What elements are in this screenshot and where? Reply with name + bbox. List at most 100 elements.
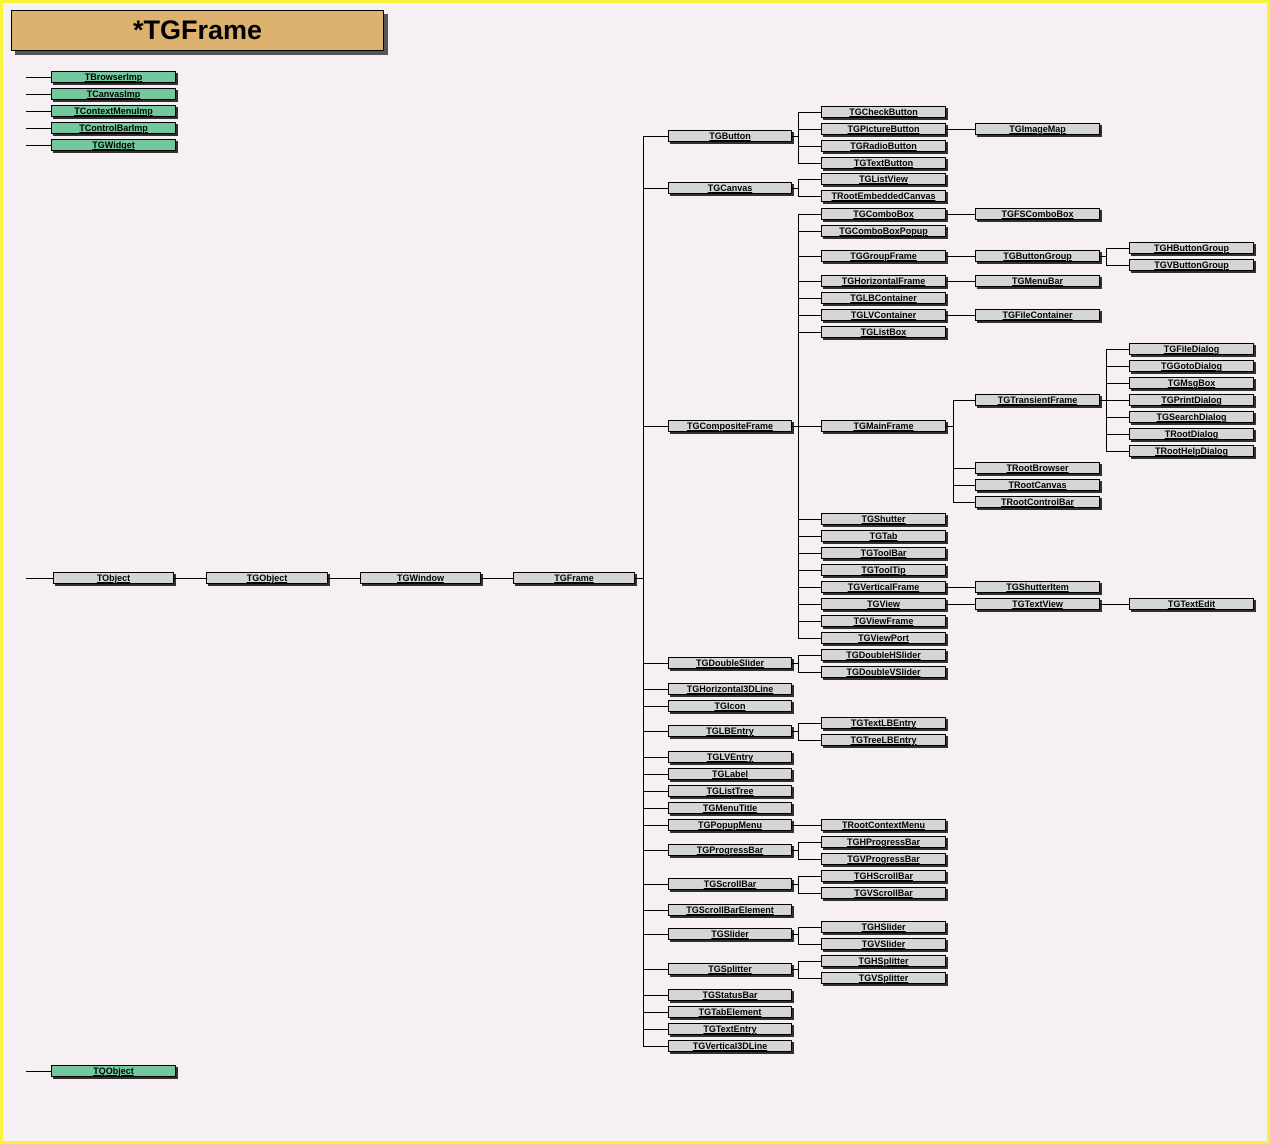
class-box-tgtab[interactable]: TGTab — [821, 530, 946, 542]
class-box-trootcontextmenu[interactable]: TRootContextMenu — [821, 819, 946, 831]
class-box-tgicon[interactable]: TGIcon — [668, 700, 792, 712]
class-box-tgviewport[interactable]: TGViewPort — [821, 632, 946, 644]
connector-line — [328, 578, 361, 579]
class-box-tgpicturebutton[interactable]: TGPictureButton — [821, 123, 946, 135]
class-box-tgtextbutton[interactable]: TGTextButton — [821, 157, 946, 169]
class-box-tgobject[interactable]: TGObject — [206, 572, 328, 584]
class-box-tgstatusbar[interactable]: TGStatusBar — [668, 989, 792, 1001]
class-box-tgslider[interactable]: TGSlider — [668, 928, 792, 940]
class-box-tghorizontal3dline[interactable]: TGHorizontal3DLine — [668, 683, 792, 695]
class-box-tgvbuttongroup[interactable]: TGVButtonGroup — [1129, 259, 1254, 271]
class-box-tgtoolbar[interactable]: TGToolBar — [821, 547, 946, 559]
class-box-tcanvasimp[interactable]: TCanvasImp — [51, 88, 176, 100]
class-box-tghorizontalframe[interactable]: TGHorizontalFrame — [821, 275, 946, 287]
class-box-tgcombobox[interactable]: TGComboBox — [821, 208, 946, 220]
class-box-tgshutteritem[interactable]: TGShutterItem — [975, 581, 1100, 593]
connector-line — [481, 578, 514, 579]
connector-line — [643, 706, 669, 707]
class-box-tghscrollbar[interactable]: TGHScrollBar — [821, 870, 946, 882]
class-box-tgviewframe[interactable]: TGViewFrame — [821, 615, 946, 627]
class-box-tglisttree[interactable]: TGListTree — [668, 785, 792, 797]
class-box-tgcheckbutton[interactable]: TGCheckButton — [821, 106, 946, 118]
connector-line — [798, 587, 822, 588]
class-box-tgtextedit[interactable]: TGTextEdit — [1129, 598, 1254, 610]
class-box-tgmenubar[interactable]: TGMenuBar — [975, 275, 1100, 287]
class-box-tgshutter[interactable]: TGShutter — [821, 513, 946, 525]
class-box-tglistview[interactable]: TGListView — [821, 173, 946, 185]
class-box-tgwidget[interactable]: TGWidget — [51, 139, 176, 151]
class-box-tgprogressbar[interactable]: TGProgressBar — [668, 844, 792, 856]
class-box-tgtextview[interactable]: TGTextView — [975, 598, 1100, 610]
class-box-tgverticalframe[interactable]: TGVerticalFrame — [821, 581, 946, 593]
class-box-tgdoubleslider[interactable]: TGDoubleSlider — [668, 657, 792, 669]
class-box-trootcanvas[interactable]: TRootCanvas — [975, 479, 1100, 491]
class-box-tgtabelement[interactable]: TGTabElement — [668, 1006, 792, 1018]
class-box-tgview[interactable]: TGView — [821, 598, 946, 610]
class-box-tgcomboboxpopup[interactable]: TGComboBoxPopup — [821, 225, 946, 237]
class-box-tgvslider[interactable]: TGVSlider — [821, 938, 946, 950]
class-box-tghbuttongroup[interactable]: TGHButtonGroup — [1129, 242, 1254, 254]
class-box-tgdoublehslider[interactable]: TGDoubleHSlider — [821, 649, 946, 661]
class-box-tgmsgbox[interactable]: TGMsgBox — [1129, 377, 1254, 389]
class-box-tcontextmenuimp[interactable]: TContextMenuImp — [51, 105, 176, 117]
class-box-tgfscombobox[interactable]: TGFSComboBox — [975, 208, 1100, 220]
class-box-trootbrowser[interactable]: TRootBrowser — [975, 462, 1100, 474]
connector-line — [798, 519, 822, 520]
class-box-tgtransientframe[interactable]: TGTransientFrame — [975, 394, 1100, 406]
class-box-tglventry[interactable]: TGLVEntry — [668, 751, 792, 763]
connector-line — [1100, 256, 1107, 257]
class-box-tglabel[interactable]: TGLabel — [668, 768, 792, 780]
class-box-tgvscrollbar[interactable]: TGVScrollBar — [821, 887, 946, 899]
class-box-tghprogressbar[interactable]: TGHProgressBar — [821, 836, 946, 848]
class-box-tqobject[interactable]: TQObject — [51, 1065, 176, 1077]
class-box-tglbentry[interactable]: TGLBEntry — [668, 725, 792, 737]
class-box-trootcontrolbar[interactable]: TRootControlBar — [975, 496, 1100, 508]
class-box-tgsplitter[interactable]: TGSplitter — [668, 963, 792, 975]
class-box-tghslider[interactable]: TGHSlider — [821, 921, 946, 933]
class-box-tbrowserimp[interactable]: TBrowserImp — [51, 71, 176, 83]
connector-line — [798, 214, 822, 215]
class-box-trootembeddedcanvas[interactable]: TRootEmbeddedCanvas — [821, 190, 946, 202]
connector-line — [798, 536, 822, 537]
class-box-tgtooltip[interactable]: TGToolTip — [821, 564, 946, 576]
connector-line — [643, 426, 669, 427]
connector-line — [798, 604, 822, 605]
class-box-tgcanvas[interactable]: TGCanvas — [668, 182, 792, 194]
class-box-tgwindow[interactable]: TGWindow — [360, 572, 481, 584]
class-box-tgtextentry[interactable]: TGTextEntry — [668, 1023, 792, 1035]
class-box-tgtreelbentry[interactable]: TGTreeLBEntry — [821, 734, 946, 746]
class-box-tgfiledialog[interactable]: TGFileDialog — [1129, 343, 1254, 355]
class-box-tgbuttongroup[interactable]: TGButtonGroup — [975, 250, 1100, 262]
class-box-tghsplitter[interactable]: TGHSplitter — [821, 955, 946, 967]
class-box-trootdialog[interactable]: TRootDialog — [1129, 428, 1254, 440]
class-box-tgvertical3dline[interactable]: TGVertical3DLine — [668, 1040, 792, 1052]
class-box-tglvcontainer[interactable]: TGLVContainer — [821, 309, 946, 321]
connector-line — [798, 129, 822, 130]
class-box-tgimagemap[interactable]: TGImageMap — [975, 123, 1100, 135]
class-box-tobject[interactable]: TObject — [53, 572, 174, 584]
class-box-tgmainframe[interactable]: TGMainFrame — [821, 420, 946, 432]
class-box-tglbcontainer[interactable]: TGLBContainer — [821, 292, 946, 304]
class-box-tgprintdialog[interactable]: TGPrintDialog — [1129, 394, 1254, 406]
class-box-tgbutton[interactable]: TGButton — [668, 130, 792, 142]
class-box-tgvprogressbar[interactable]: TGVProgressBar — [821, 853, 946, 865]
class-box-tgscrollbar[interactable]: TGScrollBar — [668, 878, 792, 890]
class-box-tgsearchdialog[interactable]: TGSearchDialog — [1129, 411, 1254, 423]
class-box-tgradiobutton[interactable]: TGRadioButton — [821, 140, 946, 152]
class-box-tglistbox[interactable]: TGListBox — [821, 326, 946, 338]
class-box-tcontrolbarimp[interactable]: TControlBarImp — [51, 122, 176, 134]
class-box-tgvsplitter[interactable]: TGVSplitter — [821, 972, 946, 984]
class-box-tggotodialog[interactable]: TGGotoDialog — [1129, 360, 1254, 372]
class-box-tgfilecontainer[interactable]: TGFileContainer — [975, 309, 1100, 321]
class-box-tgframe[interactable]: TGFrame — [513, 572, 635, 584]
class-box-tgdoublevslider[interactable]: TGDoubleVSlider — [821, 666, 946, 678]
class-box-tggroupframe[interactable]: TGGroupFrame — [821, 250, 946, 262]
class-box-tgscrollbarelement[interactable]: TGScrollBarElement — [668, 904, 792, 916]
class-box-tgcompositeframe[interactable]: TGCompositeFrame — [668, 420, 792, 432]
class-box-tgpopupmenu[interactable]: TGPopupMenu — [668, 819, 792, 831]
class-box-tgmenutitle[interactable]: TGMenuTitle — [668, 802, 792, 814]
class-box-tgtextlbentry[interactable]: TGTextLBEntry — [821, 717, 946, 729]
connector-line — [1106, 366, 1130, 367]
connector-line — [798, 112, 822, 113]
class-box-troothelpdialog[interactable]: TRootHelpDialog — [1129, 445, 1254, 457]
